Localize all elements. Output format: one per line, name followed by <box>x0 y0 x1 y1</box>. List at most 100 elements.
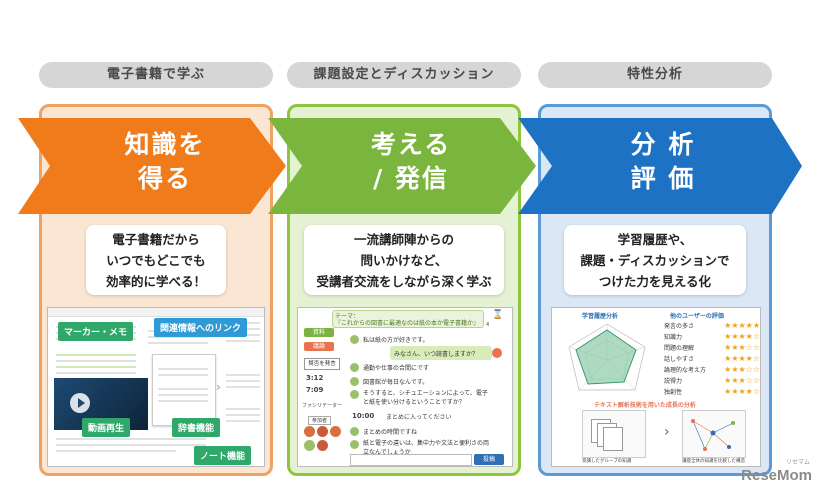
message-row: 図書館が毎日なんです。 <box>350 374 500 388</box>
radar-title: 学習履歴分析 <box>582 313 619 320</box>
message-row-highlight: みなさん、いつ読書しますか？ <box>390 346 492 360</box>
post-button[interactable]: 投稿 <box>474 454 504 465</box>
tag-dictionary: 辞書機能 <box>172 418 221 437</box>
theme-label: テーマ： <box>335 313 360 320</box>
avatar <box>317 426 328 437</box>
arrow-analysis-line2: 評 価 <box>630 164 696 193</box>
avatar <box>350 426 359 436</box>
speech-button[interactable]: 賛否を発言 <box>304 358 340 370</box>
ebook-toolbar <box>48 308 264 317</box>
message-row: まとめの時間ですね <box>350 424 500 438</box>
rating-row: 問題の理解 ★★★☆☆ <box>664 342 760 353</box>
desc-knowledge-line2: いつでもどこでも <box>106 252 206 268</box>
time-marker: 10:00 <box>352 412 375 420</box>
rating-row: 知識力 ★★★★☆ <box>664 331 760 342</box>
arrow-knowledge-line1: 知識を <box>124 130 206 159</box>
message-row: 紙と電子の違いは、集中力や文法と便利さの両立なんでしょうか <box>350 438 500 456</box>
header-analysis: 特性分析 <box>538 62 772 88</box>
rating-label: 話しやすさ <box>664 356 694 363</box>
network-graph <box>691 419 735 451</box>
next-page-icon[interactable]: › <box>216 380 221 394</box>
desc-analysis-line1: 学習履歴や、 <box>617 231 693 247</box>
desc-think: 一流講師陣からの 問いかけなど、 受講者交流をしながら深く学ぶ <box>304 225 504 295</box>
avatar <box>350 334 359 344</box>
desc-think-line2: 問いかけなど、 <box>360 252 448 268</box>
label-participants: 参加者 <box>308 416 332 425</box>
avatar <box>350 390 359 399</box>
rating-stars: ★★★☆☆ <box>724 343 760 352</box>
rating-stars: ★★★☆☆ <box>724 376 760 385</box>
rating-label: 論理的な考え方 <box>664 367 707 374</box>
ebook-screenshot: › マーカー・メモ 関連情報へのリンク 動画再生 辞書機能 ノート機能 <box>47 307 265 467</box>
rating-label: 説得力 <box>664 378 683 385</box>
arrow-think-line2: / 発信 <box>373 164 449 193</box>
page-card <box>152 354 216 426</box>
rating-stars: ★★★★★ <box>724 321 760 330</box>
desc-analysis-line3: つけた力を見える化 <box>598 273 712 289</box>
theme-bar: テーマ： 『これからの図書に最適なのは紙の本か電子書籍か』 <box>332 310 484 328</box>
desc-analysis-line2: 課題・ディスカッションで <box>580 252 730 268</box>
divider-text: まとめに入ってください <box>386 414 452 421</box>
rating-stars: ★★★★☆ <box>724 332 760 341</box>
avatar <box>304 440 315 451</box>
tab-materials[interactable]: 資料 <box>304 328 334 337</box>
arrow-knowledge <box>18 118 286 214</box>
rating-label: 知識力 <box>664 334 683 341</box>
timer-text: 4 <box>486 322 490 328</box>
process-arrows <box>18 118 802 214</box>
rating-title: 他のユーザーの評価 <box>670 313 724 320</box>
stat-time-2: 7:09 <box>306 386 324 394</box>
desc-knowledge-line3: 効率的に学べる！ <box>105 273 206 289</box>
avatar <box>330 426 341 437</box>
avatar-group <box>304 426 344 462</box>
avatar <box>304 426 315 437</box>
rating-row: 独創性 ★★★★☆ <box>664 386 760 397</box>
tag-notes: ノート機能 <box>194 446 252 465</box>
message-row: 私は紙の方が好きです。 <box>350 332 500 346</box>
tag-marker-memo: マーカー・メモ <box>58 322 134 341</box>
after-label: 講座全体の知識を比較した構造 <box>682 459 745 464</box>
before-diagram <box>582 410 646 458</box>
message-row: そうすると、シチュエーションによって、電子と紙を使い分けるということですか？ <box>350 388 500 410</box>
rating-stars: ★★★★☆ <box>724 387 760 396</box>
avatar-orange <box>492 348 502 358</box>
desc-think-line1: 一流講師陣からの <box>353 231 454 247</box>
resemom-logo: ReseMom <box>741 467 812 484</box>
rating-row: 説得力 ★★★☆☆ <box>664 375 760 386</box>
rating-label: 問題の理解 <box>664 345 695 352</box>
arrow-think-text: 考える / 発信 <box>336 128 486 196</box>
avatar <box>317 440 328 451</box>
rating-label: 発言の多さ <box>664 323 695 330</box>
header-discussion: 課題設定とディスカッション <box>287 62 521 88</box>
rating-row: 発言の多さ ★★★★★ <box>664 320 760 331</box>
desc-think-line3: 受講者交流をしながら深く学ぶ <box>316 273 492 289</box>
arrow-analysis <box>518 118 802 214</box>
desc-knowledge-line1: 電子書籍だから <box>112 231 200 247</box>
play-icon[interactable] <box>70 393 90 413</box>
growth-title: テキスト解析技術を用いた成長の分析 <box>594 402 696 409</box>
analysis-screenshot: 学習履歴分析 他のユーザーの評価 発言の多さ★★★★★知識力★★★★☆問題の理解… <box>551 307 761 467</box>
arrow-think-line1: 考える <box>370 130 452 159</box>
message-row: 通勤や仕事の合間にです <box>350 360 500 374</box>
video-thumbnail[interactable] <box>54 378 148 430</box>
arrow-right-icon: › <box>664 424 670 440</box>
arrow-analysis-line1: 分 析 <box>630 130 696 159</box>
discussion-screenshot: テーマ： 『これからの図書に最適なのは紙の本か電子書籍か』 ⌛ 4 資料 議論 … <box>297 307 513 467</box>
rating-stars: ★★★☆☆ <box>724 365 760 374</box>
post-input[interactable] <box>350 454 472 466</box>
before-label: 受講したグループの知識 <box>582 459 632 464</box>
tab-discussion[interactable]: 議論 <box>304 342 334 351</box>
logo-subtitle: リセマム <box>785 459 810 466</box>
timer-icon: ⌛ <box>492 310 504 320</box>
label-facilitator: ファシリテーター <box>302 403 343 409</box>
avatar <box>350 440 359 449</box>
after-diagram <box>682 410 746 458</box>
avatar <box>350 376 359 386</box>
radar-chart <box>568 323 646 391</box>
rating-row: 論理的な考え方 ★★★☆☆ <box>664 364 760 375</box>
stat-time-1: 3:12 <box>306 374 324 382</box>
tag-video: 動画再生 <box>82 418 131 437</box>
theme-text: 『これからの図書に最適なのは紙の本か電子書籍か』 <box>335 320 480 327</box>
tag-related-link: 関連情報へのリンク <box>154 318 248 337</box>
rating-label: 独創性 <box>664 389 683 396</box>
